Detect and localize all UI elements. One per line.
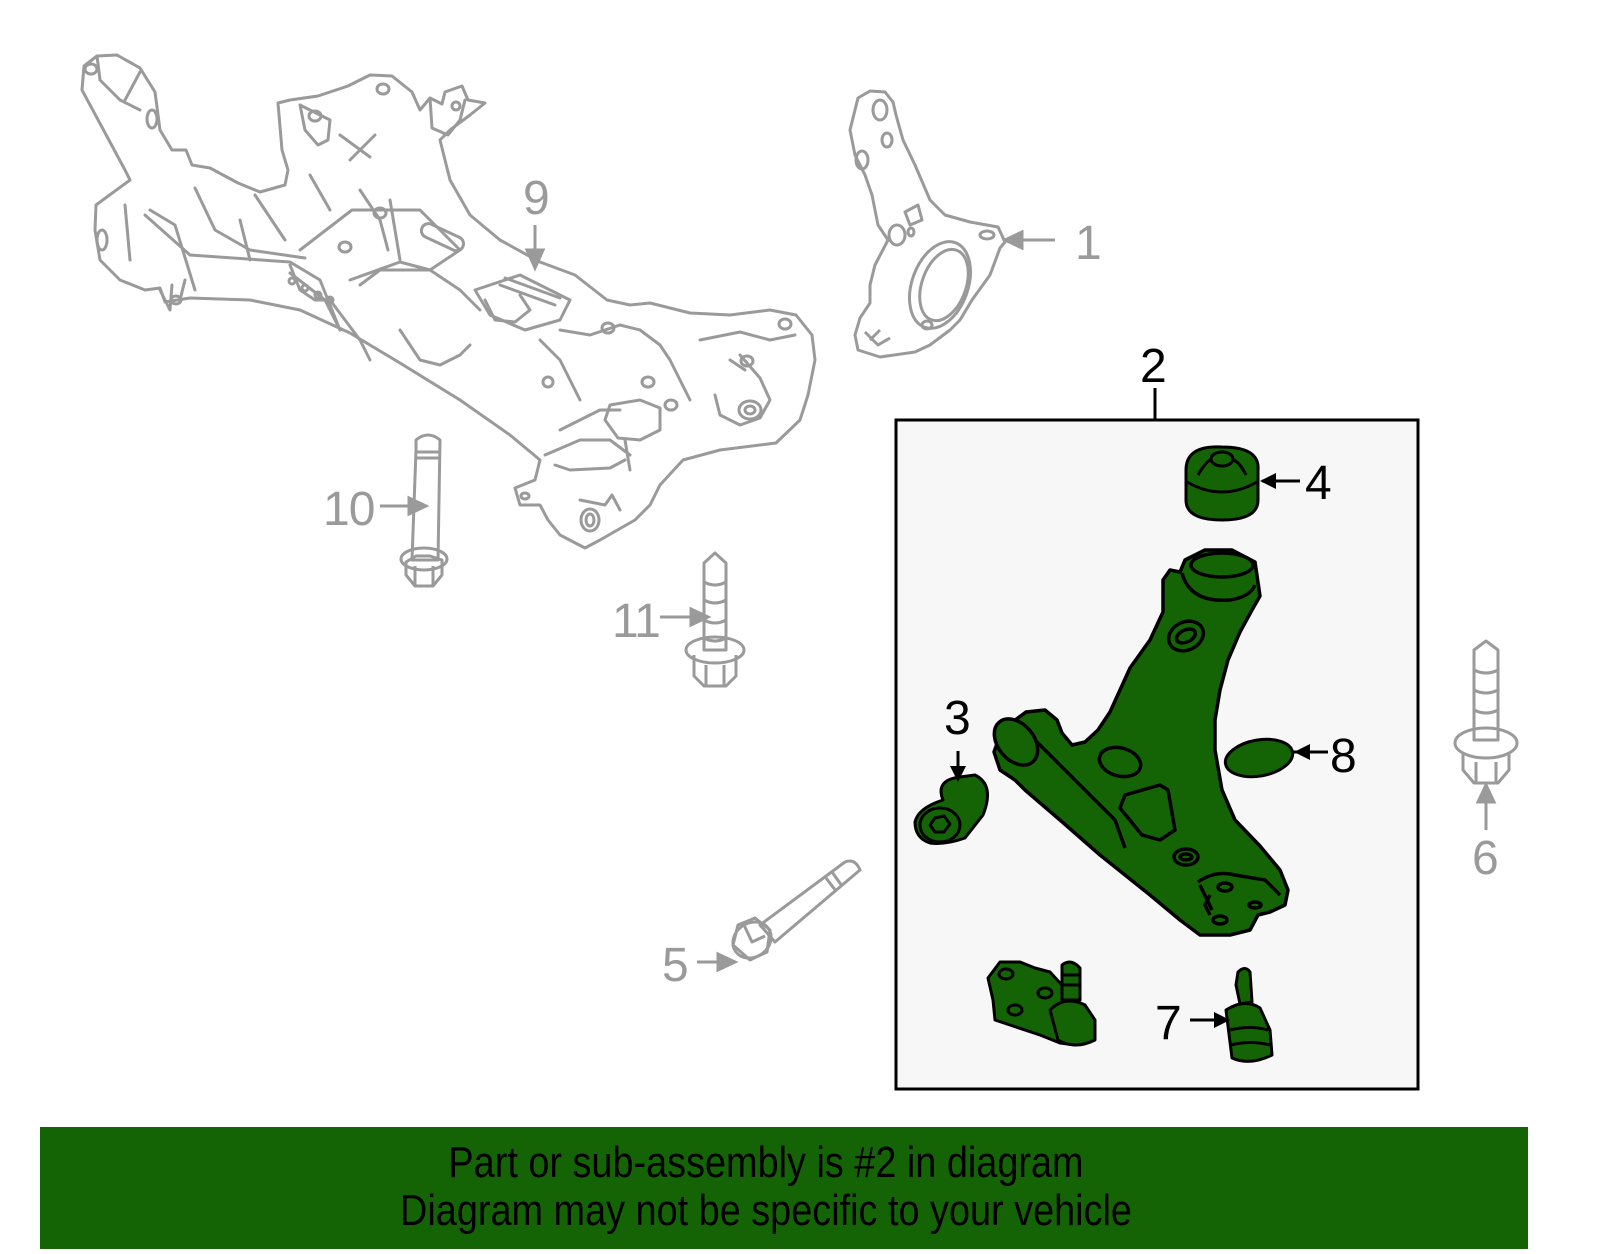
- bolt-5-illustration: [731, 859, 862, 962]
- callout-6[interactable]: 6: [1472, 832, 1499, 885]
- ball-joint-bracket-illustration: [986, 960, 1097, 1047]
- callout-5[interactable]: 5: [662, 939, 689, 992]
- notice-line-disclaimer: Diagram may not be specific to your vehi…: [400, 1186, 1132, 1235]
- leader-arrow-4: [1260, 473, 1300, 489]
- ball-joint-7-illustration: [1190, 967, 1274, 1063]
- notice-line-part-number: Part or sub-assembly is #2 in diagram: [448, 1138, 1084, 1187]
- callout-7[interactable]: 7: [1155, 997, 1182, 1050]
- callout-3[interactable]: 3: [944, 692, 971, 745]
- bolt-6-illustration: [1453, 639, 1519, 785]
- callout-4[interactable]: 4: [1305, 457, 1332, 510]
- callout-10[interactable]: 10: [323, 483, 375, 536]
- callout-11[interactable]: 11: [612, 595, 661, 648]
- callout-2[interactable]: 2: [1140, 340, 1167, 393]
- steering-knuckle-illustration: [848, 89, 1007, 359]
- callout-1[interactable]: 1: [1075, 217, 1102, 270]
- control-arm-illustration: [992, 548, 1290, 937]
- bolt-11-illustration: [684, 551, 746, 688]
- leader-arrows-grey: [380, 225, 1497, 973]
- callout-9[interactable]: 9: [523, 172, 550, 225]
- notice-banner: Part or sub-assembly is #2 in diagram Di…: [40, 1127, 1528, 1249]
- plug-8-illustration: [1223, 737, 1328, 779]
- crossmember-illustration: [80, 53, 817, 550]
- callout-8[interactable]: 8: [1330, 730, 1357, 783]
- bushing-4-illustration: [1184, 445, 1260, 522]
- bolt-10-illustration: [399, 433, 449, 588]
- bushing-3-illustration: [913, 751, 989, 845]
